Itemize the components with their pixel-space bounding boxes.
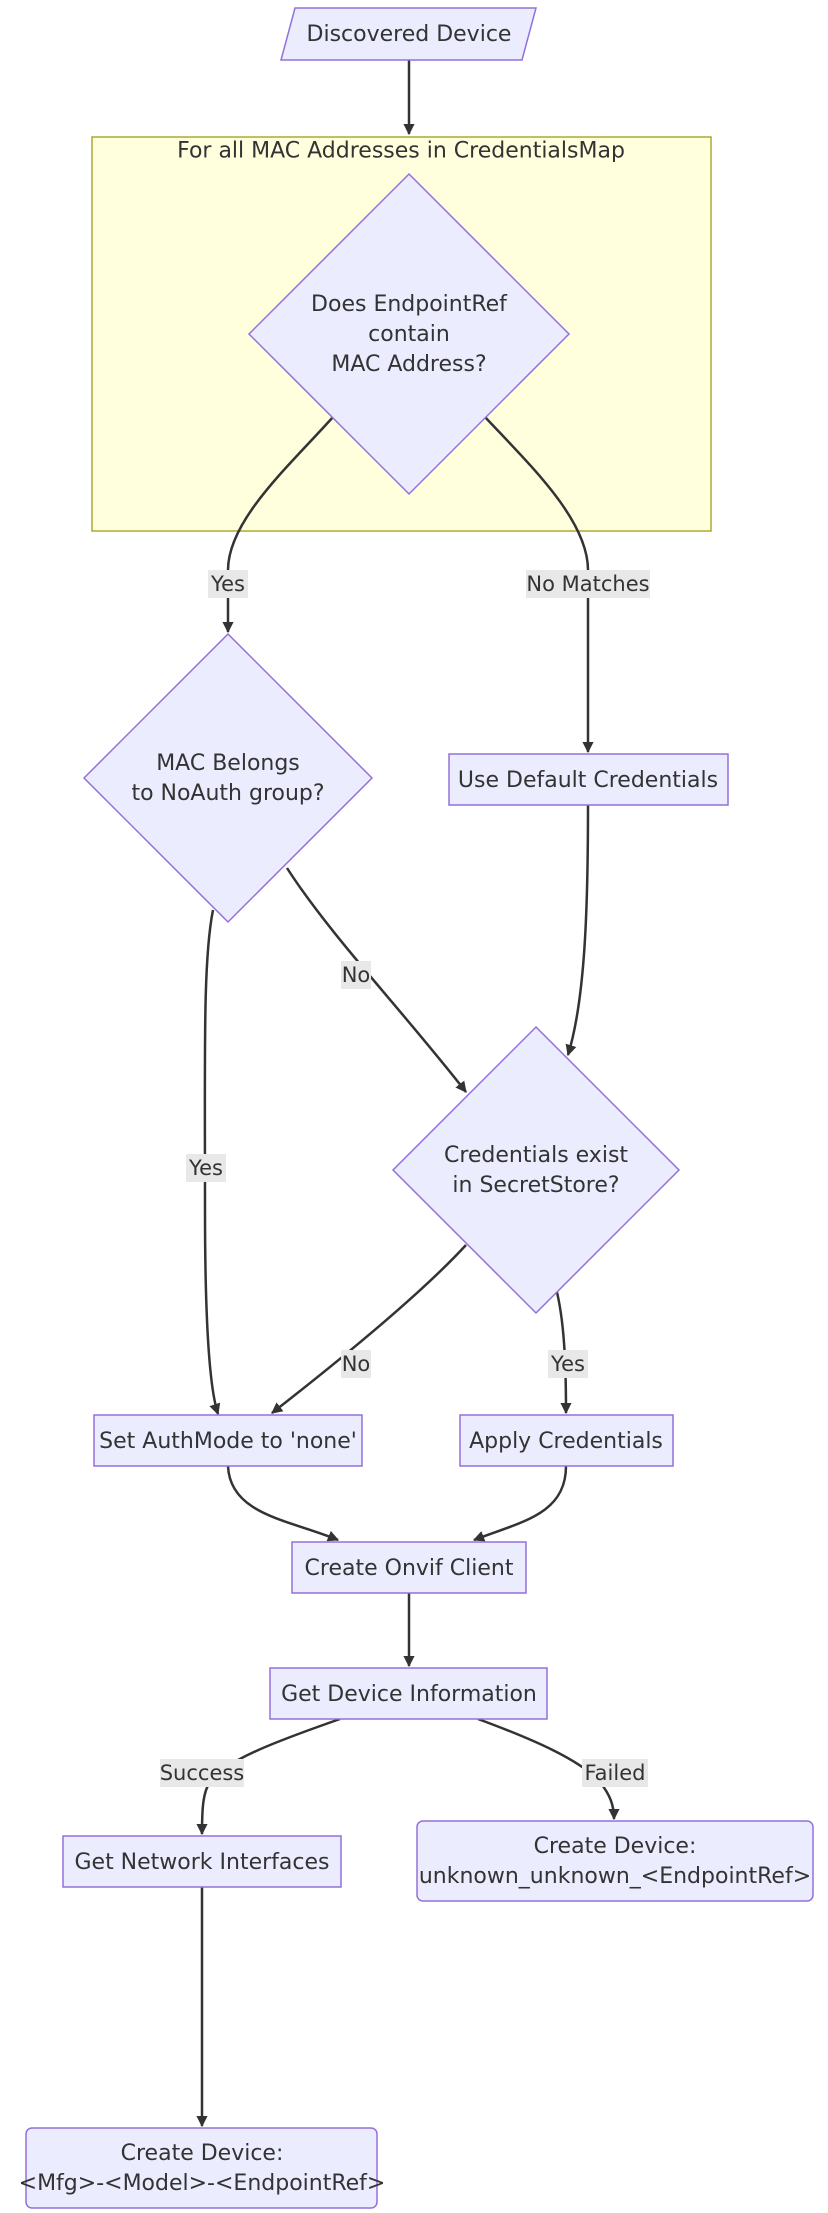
svg-text:Discovered Device: Discovered Device bbox=[307, 22, 512, 47]
edge-creds-yes bbox=[554, 1287, 572, 1415]
apply-creds-line-1: Apply Credentials bbox=[469, 1429, 663, 1454]
edge-contains-yes bbox=[222, 416, 334, 634]
edge-default-to-creds bbox=[565, 804, 590, 1057]
edge-creds-no bbox=[271, 1244, 467, 1414]
node-use-default-credentials: Use Default Credentials bbox=[448, 753, 729, 806]
noauth-group-line-1: MAC Belongs bbox=[156, 751, 300, 776]
device-info-line-1: Get Device Information bbox=[281, 1682, 537, 1707]
svg-text:Failed: Failed bbox=[585, 1761, 646, 1785]
creds-exist-line-2: in SecretStore? bbox=[452, 1173, 619, 1198]
edge-label-info-success: Success bbox=[160, 1759, 245, 1787]
node-create-device-named: Create Device: <Mfg>-<Model>-<EndpointRef… bbox=[19, 2127, 386, 2209]
edge-label-info-failed: Failed bbox=[582, 1759, 648, 1787]
edge-authmode-to-onvif bbox=[226, 1465, 340, 1542]
svg-text:No Matches: No Matches bbox=[526, 572, 649, 596]
device-named-line-2: <Mfg>-<Model>-<EndpointRef> bbox=[19, 2171, 386, 2196]
svg-text:Success: Success bbox=[160, 1761, 245, 1785]
decision-credentials-exist: Credentials exist in SecretStore? bbox=[391, 1025, 681, 1315]
edge-label-creds-no: No bbox=[341, 1350, 371, 1378]
device-unknown-line-1: Create Device: bbox=[534, 1834, 697, 1859]
onvif-client-line-1: Create Onvif Client bbox=[305, 1556, 514, 1581]
contains-mac-line-1: Does EndpointRef bbox=[311, 292, 508, 317]
edge-label-noauth-yes: Yes bbox=[186, 1154, 226, 1182]
edge-labels: Yes No Matches No Yes No Yes Success Fa bbox=[160, 570, 650, 1787]
contains-mac-line-3: MAC Address? bbox=[331, 352, 486, 377]
contains-mac-line-2: contain bbox=[368, 322, 450, 347]
svg-text:Create Onvif Client: Create Onvif Client bbox=[305, 1556, 514, 1581]
svg-text:Yes: Yes bbox=[550, 1352, 585, 1376]
edges bbox=[196, 60, 620, 2128]
node-apply-credentials: Apply Credentials bbox=[459, 1414, 674, 1467]
node-create-device-unknown: Create Device: unknown_unknown_<EndpointR… bbox=[416, 1820, 814, 1902]
edge-noauth-yes bbox=[203, 909, 221, 1416]
edge-label-contains-yes: Yes bbox=[208, 570, 248, 598]
authmode-none-line-1: Set AuthMode to 'none' bbox=[99, 1429, 357, 1454]
node-get-network-interfaces: Get Network Interfaces bbox=[62, 1835, 342, 1888]
svg-text:Get Device Information: Get Device Information bbox=[281, 1682, 537, 1707]
svg-text:Yes: Yes bbox=[188, 1156, 223, 1180]
decision-noauth-group: MAC Belongs to NoAuth group? bbox=[82, 632, 374, 924]
node-set-authmode-none: Set AuthMode to 'none' bbox=[93, 1414, 363, 1467]
nodes: Discovered Device Does EndpointRef contai… bbox=[19, 7, 814, 2209]
edge-label-noauth-no: No bbox=[341, 961, 371, 989]
svg-text:Create Device:unknown_unknown_: Create Device: unknown_unknown_<EndpointR… bbox=[419, 1834, 811, 1889]
cluster-label: For all MAC Addresses in CredentialsMap bbox=[177, 139, 625, 164]
discovered-line-1: Discovered Device bbox=[307, 22, 512, 47]
node-get-device-information: Get Device Information bbox=[269, 1667, 548, 1720]
edge-apply-to-onvif bbox=[472, 1465, 568, 1542]
svg-text:No: No bbox=[342, 963, 371, 987]
svg-text:Apply Credentials: Apply Credentials bbox=[469, 1429, 663, 1454]
default-creds-line-1: Use Default Credentials bbox=[458, 768, 718, 793]
svg-text:Yes: Yes bbox=[210, 572, 245, 596]
creds-exist-line-1: Credentials exist bbox=[444, 1143, 628, 1168]
svg-text:Create Device:<Mfg>-<Model>-<E: Create Device: <Mfg>-<Model>-<EndpointRef… bbox=[19, 2141, 386, 2196]
edge-noauth-no bbox=[285, 867, 467, 1093]
svg-text:Use Default Credentials: Use Default Credentials bbox=[458, 768, 718, 793]
node-create-onvif-client: Create Onvif Client bbox=[291, 1541, 527, 1594]
svg-text:Get Network Interfaces: Get Network Interfaces bbox=[74, 1850, 329, 1875]
svg-text:No: No bbox=[342, 1352, 371, 1376]
edge-label-creds-yes: Yes bbox=[548, 1350, 588, 1378]
svg-text:Set AuthMode to 'none': Set AuthMode to 'none' bbox=[99, 1429, 357, 1454]
noauth-group-line-2: to NoAuth group? bbox=[131, 781, 324, 806]
node-discovered-device: Discovered Device bbox=[280, 7, 537, 61]
net-ifaces-line-1: Get Network Interfaces bbox=[74, 1850, 329, 1875]
edge-label-contains-no-matches: No Matches bbox=[526, 570, 650, 598]
edge-contains-no-matches bbox=[484, 416, 594, 754]
device-named-line-1: Create Device: bbox=[121, 2141, 284, 2166]
device-unknown-line-2: unknown_unknown_<EndpointRef> bbox=[419, 1864, 811, 1889]
